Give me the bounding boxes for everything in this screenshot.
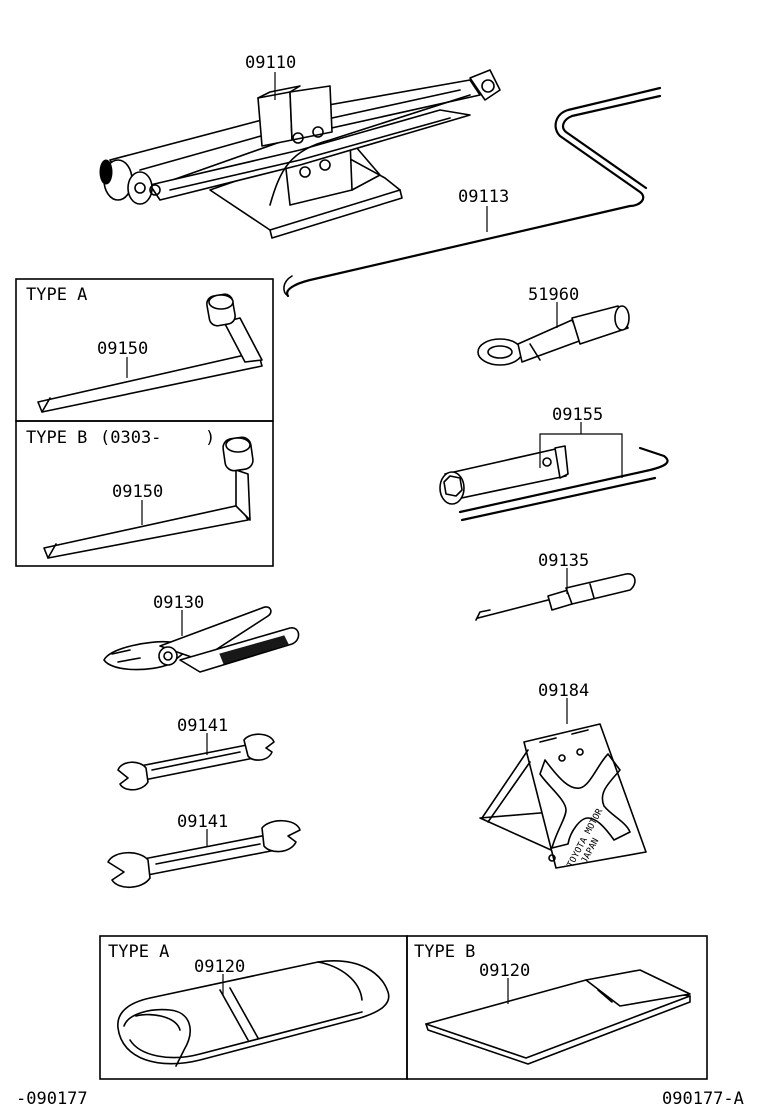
type-b-date: (0303-: [100, 428, 161, 448]
type-b-label: TYPE B: [26, 428, 87, 448]
type-b-box: [15, 420, 274, 567]
wrench-large-drawing: [107, 819, 301, 889]
part-number-triangle-plate: 09184: [538, 681, 589, 701]
part-number-tool-bag-type-b: 09120: [479, 961, 530, 981]
part-number-tool-bag-type-a: 09120: [194, 957, 245, 977]
part-number-wrench-type-b: 09150: [112, 482, 163, 502]
bag-type-a-label: TYPE A: [108, 942, 169, 962]
spark-plug-wrench-drawing: [439, 445, 669, 522]
part-number-spark-plug-wrench: 09155: [552, 405, 603, 425]
wrench-type-a-drawing: [37, 293, 263, 413]
part-number-screwdriver: 09135: [538, 551, 589, 571]
bag-type-b-label: TYPE B: [414, 942, 475, 962]
wrench-small-drawing: [117, 733, 275, 791]
towing-eye-drawing: [477, 305, 630, 366]
part-number-jack-handle: 09113: [458, 187, 509, 207]
pliers-drawing: [103, 606, 300, 673]
triangle-plate-drawing: [479, 723, 647, 869]
footer-right-code: 090177-A: [662, 1089, 744, 1109]
wrench-type-b-drawing: [43, 436, 254, 559]
part-number-pliers: 09130: [153, 593, 204, 613]
part-number-wrench-type-a: 09150: [97, 339, 148, 359]
jack-handle-drawing: [283, 86, 662, 298]
type-a-label: TYPE A: [26, 285, 87, 305]
screwdriver-drawing: [475, 573, 636, 621]
part-number-wrench-large: 09141: [177, 812, 228, 832]
tool-bag-type-b-drawing: [425, 969, 691, 1065]
tool-bag-type-a-drawing: [117, 960, 390, 1067]
type-b-date-close: ): [205, 428, 215, 448]
part-number-towing-eye: 51960: [528, 285, 579, 305]
part-number-wrench-small: 09141: [177, 716, 228, 736]
part-number-jack: 09110: [245, 53, 296, 73]
footer-left-code: -090177: [16, 1089, 88, 1109]
jack-drawing: [99, 69, 501, 239]
bag-type-b-box: [406, 935, 708, 1080]
